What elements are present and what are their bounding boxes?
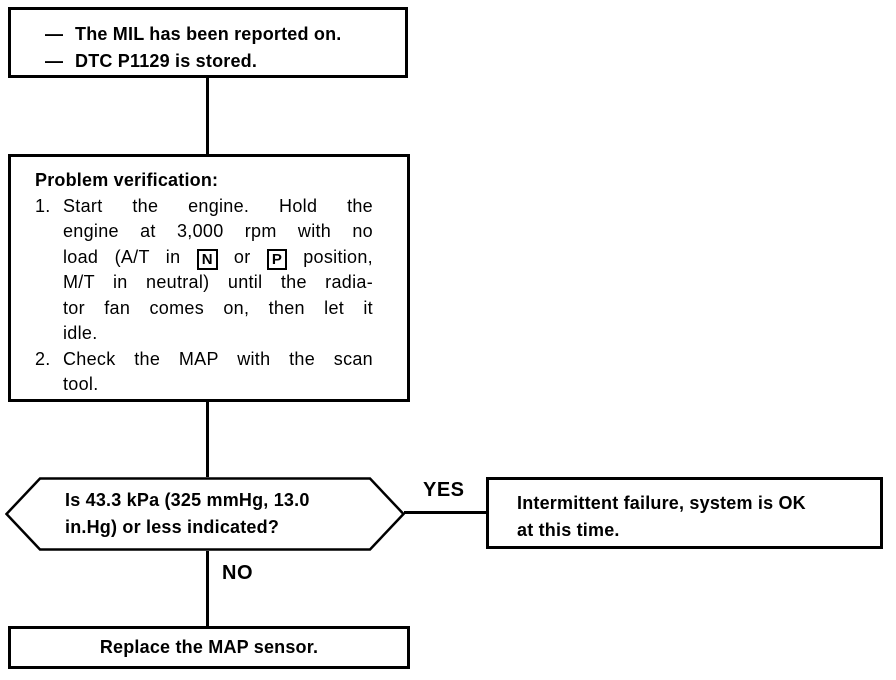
connector-decision-to-replace-box <box>206 551 209 626</box>
condition-text: DTC P1129 is stored. <box>75 51 258 71</box>
verification-title: Problem verification: <box>35 170 219 190</box>
dash-bullet: — <box>45 24 64 44</box>
start-condition-box: — The MIL has been reported on. — DTC P112… <box>8 7 408 78</box>
step-number: 2. <box>35 348 51 369</box>
connector-verify-to-decision <box>206 402 209 477</box>
text-segment: load (A/T in <box>63 246 181 267</box>
condition-line: — The MIL has been reported on. <box>45 21 397 48</box>
yes-branch-label: YES <box>423 479 465 501</box>
step-body: Check the MAP with the scan tool. <box>63 347 373 398</box>
text-line: load (A/T in N or P position, <box>63 245 373 271</box>
text-line: at this time. <box>517 520 620 540</box>
problem-verification-box: Problem verification: 1. Start the engin… <box>8 154 410 402</box>
decision-hexagon: Is 43.3 kPa (325 mmHg, 13.0 in.Hg) or le… <box>5 477 405 551</box>
text-line: M/T in neutral) until the radia- <box>63 272 373 292</box>
text-line: Intermittent failure, system is OK <box>517 493 806 513</box>
replace-map-sensor-box: Replace the MAP sensor. <box>8 626 410 669</box>
text-line: in.Hg) or less indicated? <box>65 517 280 537</box>
dash-bullet: — <box>45 51 64 71</box>
shift-position-n-icon: N <box>196 248 218 270</box>
text-line: Is 43.3 kPa (325 mmHg, 13.0 <box>65 490 310 510</box>
text-line: tor fan comes on, then let it <box>63 297 373 318</box>
intermittent-failure-box: Intermittent failure, system is OK at th… <box>486 477 883 549</box>
shift-position-p-icon: P <box>266 248 287 270</box>
decision-question: Is 43.3 kPa (325 mmHg, 13.0 in.Hg) or le… <box>65 487 310 541</box>
step-number: 1. <box>35 195 51 216</box>
text-line: Start the engine. Hold the <box>63 195 373 216</box>
text-segment: or <box>233 246 251 267</box>
connector-decision-to-yes-box <box>404 511 486 514</box>
text-line: engine at 3,000 rpm with no <box>63 221 373 241</box>
text-line: Check the MAP with the scan <box>63 348 373 369</box>
text-line: idle. <box>63 323 98 343</box>
action-text: Replace the MAP sensor. <box>99 637 319 657</box>
verification-step-1: 1. Start the engine. Hold the engine at … <box>35 194 399 347</box>
hexagon-outline <box>5 477 405 551</box>
step-body: Start the engine. Hold the engine at 3,0… <box>63 194 373 347</box>
text-segment: position, <box>303 246 373 267</box>
connector-start-to-verify <box>206 78 209 154</box>
condition-line: — DTC P1129 is stored. <box>45 48 397 75</box>
condition-text: The MIL has been reported on. <box>75 24 342 44</box>
no-branch-label: NO <box>222 562 253 584</box>
verification-step-2: 2. Check the MAP with the scan tool. <box>35 347 399 398</box>
text-line: tool. <box>63 374 99 394</box>
